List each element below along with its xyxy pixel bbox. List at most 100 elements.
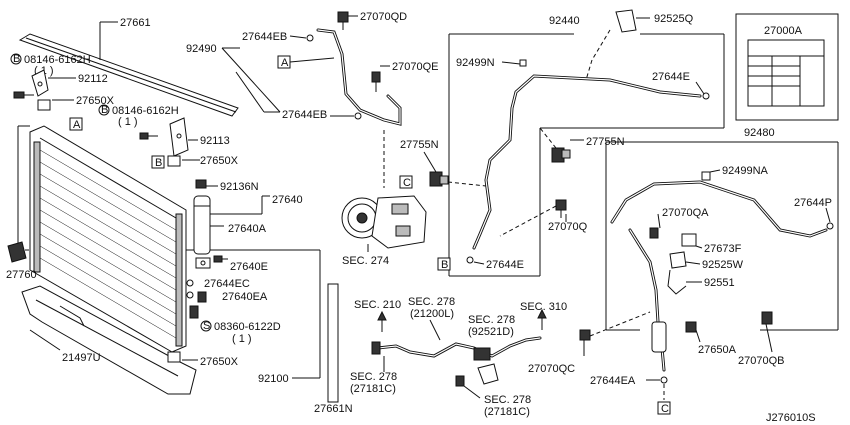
label-27644E-b: 27644E [486,259,524,271]
ref-b-frame [151,155,165,169]
label-27650X-a: 27650X [76,95,115,107]
o-ring-icon [306,34,314,42]
bracket-92113 [169,117,189,157]
label-92112: 92112 [78,73,108,85]
label-27661: 27661 [120,17,151,29]
label-27070Q: 27070Q [548,221,588,233]
label-92525W: 92525W [702,259,744,271]
bolt-icon: B [10,53,34,99]
label-92525Q: 92525Q [654,13,694,25]
label-SEC278-a-sub: (21200L) [410,308,454,320]
ref-s-icon [200,320,212,332]
label-27650A: 27650A [698,344,737,356]
o-ring-icon [186,291,194,299]
pressure-sensor-icon [551,147,571,163]
label-08360-6122D: 08360-6122D [214,321,281,333]
label-27070QD: 27070QD [360,11,407,23]
o-ring-icon [186,279,194,287]
label-27070QA: 27070QA [662,207,709,219]
label-92136N: 92136N [220,181,259,193]
label-08360-qty: ( 1 ) [232,333,252,345]
bolt-icon [685,321,697,333]
label-27000A: 27000A [764,25,803,37]
label-92551: 92551 [704,277,735,289]
bolt-icon [213,255,228,263]
ref-b-icon [98,104,110,116]
bolt-icon [761,311,773,325]
label-SEC278-a: SEC. 278 [408,296,455,308]
seal-strip-27661 [18,33,239,117]
label-27640EA: 27640EA [222,291,268,303]
o-ring-icon [660,376,668,384]
label-27640: 27640 [272,194,303,206]
bolt-icon [649,227,659,239]
label-27644EA: 27644EA [590,375,636,387]
label-27070QB: 27070QB [738,355,784,367]
arrow-up-icon [537,308,547,330]
label-92100: 92100 [258,373,289,385]
label-SEC278-b-sub: (92521D) [468,326,514,338]
bolt-icon [197,291,207,303]
ref-s-text: S [203,320,210,332]
rubber-mount-27650X-b [167,155,181,167]
rubber-mount-27650X-a [37,99,51,111]
diagram-id: J276010S [766,412,816,424]
bolt-icon [337,11,349,30]
ref-b-text: B [155,157,162,169]
label-27644EB-b: 27644EB [282,109,327,121]
label-27650X-b: 27650X [200,155,239,167]
label-27644P: 27644P [794,197,832,209]
label-27640A: 27640A [228,223,267,235]
ref-c-frame [399,175,413,189]
compressor-icon [341,195,427,249]
label-SEC278-d: SEC. 278 [484,394,531,406]
seal-strip-27661N [327,283,339,403]
o-ring-icon [466,256,474,264]
label-27070QE: 27070QE [392,61,438,73]
label-92499N: 92499N [456,57,495,69]
label-27760: 27760 [6,269,37,281]
ref-b-text: B [441,259,448,271]
pipe-92440 [472,74,702,250]
ref-c-frame [657,401,671,415]
clip-92525W [669,251,687,269]
label-27640E: 27640E [230,261,268,273]
clip-27673F [681,233,697,247]
svg-text:B: B [101,104,108,116]
ref-c-text: C [403,177,411,189]
bracket-92551 [667,269,687,295]
label-SEC278-b: SEC. 278 [468,314,515,326]
o-ring-icon [826,222,834,230]
label-08146-6162H-a: 08146-6162H [24,54,91,66]
air-guide-21497U [21,285,197,395]
label-SEC278-d-sub: (27181C) [484,406,530,418]
bolt-icon [371,71,381,92]
label-92440: 92440 [549,15,580,27]
rubber-mount-27650X-c [167,351,181,363]
ref-a-text: A [281,57,289,69]
label-SEC310: SEC. 310 [520,301,567,313]
o-ring-icon [354,112,362,120]
label-92480: 92480 [744,127,775,139]
label-92490: 92490 [186,43,217,55]
label-27755N-a: 27755N [400,139,439,151]
bolt-icon [195,179,207,189]
label-27644E-a: 27644E [652,71,690,83]
label-SEC274: SEC. 274 [342,255,389,267]
label-08146-qty-b: ( 1 ) [118,116,138,128]
cap-icon [519,59,527,67]
label-SEC278-c: SEC. 278 [350,371,397,383]
receiver-drier-27640 [193,195,211,255]
condenser-92100 [29,125,187,353]
bolt-icon [455,375,465,387]
label-27755N-b: 27755N [586,136,625,148]
label-27650X-c: 27650X [200,356,239,368]
cap-icon [701,171,711,181]
label-SEC278-c-sub: (27181C) [350,383,396,395]
label-27673F: 27673F [704,243,742,255]
ref-a-frame [69,117,83,131]
label-92113: 92113 [200,135,230,147]
bolt-icon [579,329,591,341]
label-27644EC: 27644EC [204,278,250,290]
